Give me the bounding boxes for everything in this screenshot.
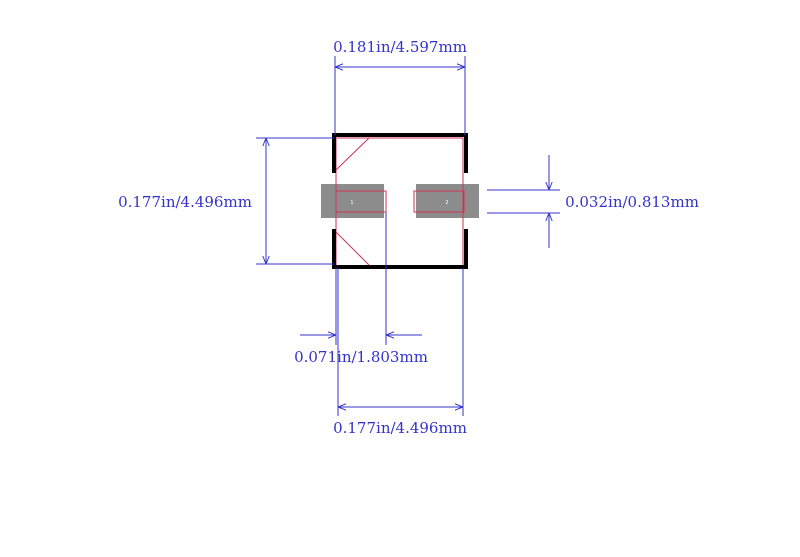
dim-bottom-width: 0.177in/4.496mm [333,419,467,437]
dim-pad-width: 0.071in/1.803mm [294,348,428,366]
dim-pad-height: 0.032in/0.813mm [565,193,699,211]
courtyard-outline [335,137,465,267]
silkscreen-outline [332,133,468,269]
pad-2-label: 2 [445,200,448,206]
dim-top-width: 0.181in/4.597mm [333,38,467,56]
dim-left-height: 0.177in/4.496mm [118,193,252,211]
pad-1-label: 1 [350,200,353,206]
dimension-lines [256,56,560,416]
